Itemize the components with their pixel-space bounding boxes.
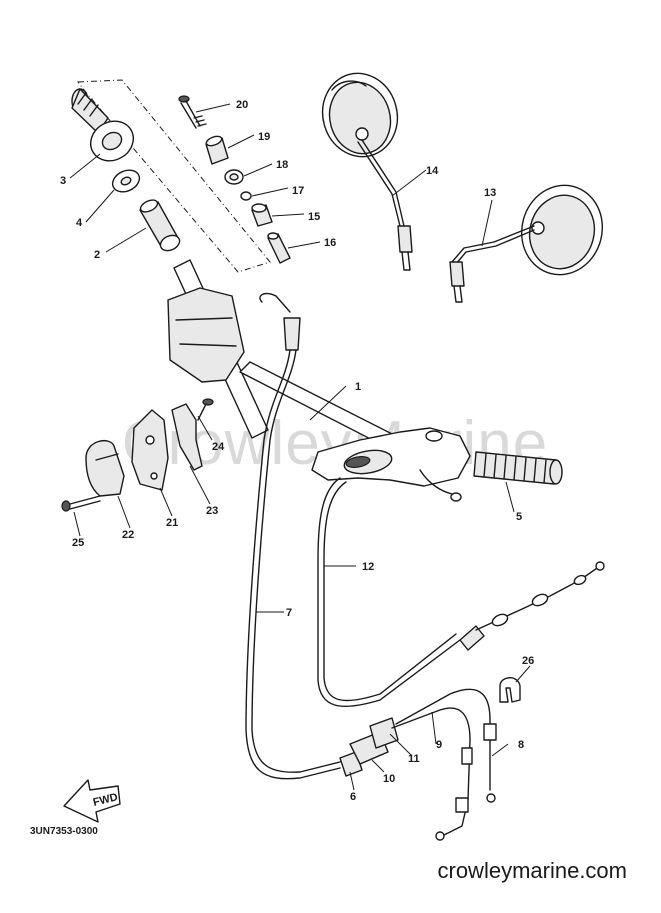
callout-20: 20	[236, 99, 248, 111]
bolt-20[interactable]	[178, 95, 207, 129]
leader-lines	[69, 103, 531, 791]
callout-5: 5	[516, 511, 522, 523]
callout-13: 13	[484, 187, 496, 199]
lever-23[interactable]	[171, 403, 203, 471]
screw-24[interactable]	[197, 398, 214, 421]
callout-25: 25	[72, 537, 84, 549]
callout-11: 11	[408, 753, 420, 765]
screw-25[interactable]	[61, 495, 101, 512]
lever-bracket[interactable]	[131, 409, 169, 491]
exploded-boundary	[77, 79, 271, 273]
fwd-arrow-icon: FWD	[63, 779, 121, 823]
clamp-26[interactable]	[499, 677, 521, 703]
callout-10: 10	[383, 773, 395, 785]
left-grip[interactable]	[71, 88, 141, 168]
left-mirror[interactable]	[313, 65, 413, 271]
callout-19: 19	[258, 131, 270, 143]
callout-22: 22	[122, 529, 134, 541]
handlebar[interactable]	[167, 259, 471, 487]
switch-wire	[419, 469, 453, 495]
callout-14: 14	[426, 165, 439, 177]
callout-24: 24	[212, 441, 225, 453]
callout-2: 2	[94, 249, 100, 261]
cable-8[interactable]	[395, 688, 497, 803]
throttle-cable[interactable]	[245, 292, 341, 780]
callout-9: 9	[436, 739, 442, 751]
collar[interactable]	[139, 198, 182, 254]
callout-12: 12	[362, 561, 374, 573]
right-mirror[interactable]	[449, 176, 612, 303]
site-credit[interactable]: crowleymarine.com	[437, 858, 628, 883]
callout-21: 21	[166, 517, 178, 529]
spacer-16[interactable]	[267, 232, 291, 264]
bushing-19[interactable]	[205, 135, 229, 165]
ring-17[interactable]	[240, 191, 252, 201]
callout-1: 1	[355, 381, 361, 393]
cable-9[interactable]	[391, 707, 473, 841]
callout-3: 3	[60, 175, 66, 187]
callout-8: 8	[518, 739, 524, 751]
callout-16: 16	[324, 237, 336, 249]
fwd-label: FWD	[92, 791, 119, 809]
right-grip[interactable]	[473, 451, 563, 485]
callout-17: 17	[292, 185, 304, 197]
diagram-code: 3UN7353-0300	[30, 826, 98, 837]
callout-18: 18	[276, 159, 288, 171]
callout-26: 26	[522, 655, 534, 667]
callout-6: 6	[350, 791, 356, 803]
switch-housing[interactable]	[85, 439, 125, 497]
cable-junction[interactable]	[339, 717, 399, 777]
washer-18[interactable]	[224, 169, 244, 185]
callout-15: 15	[308, 211, 320, 223]
wire-connector	[450, 492, 462, 502]
bushing-15[interactable]	[251, 203, 273, 227]
callout-23: 23	[206, 505, 218, 517]
cable-12[interactable]	[317, 477, 605, 707]
washer[interactable]	[109, 166, 143, 196]
callout-7: 7	[286, 607, 292, 619]
callout-4: 4	[76, 217, 83, 229]
